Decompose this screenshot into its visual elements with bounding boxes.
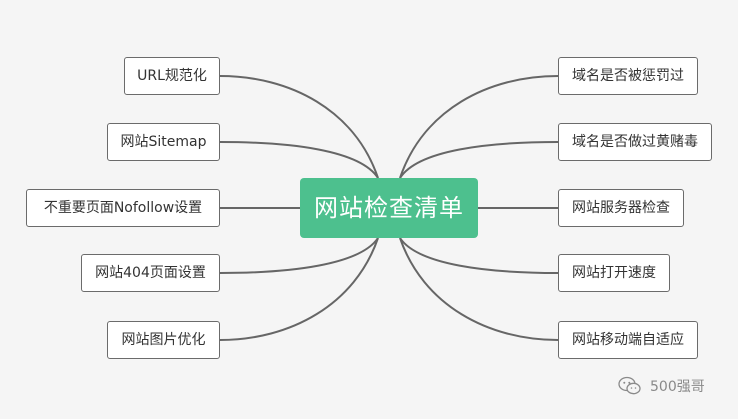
wechat-icon [618, 376, 641, 395]
watermark: 500强哥 [618, 373, 705, 399]
connector-left-5 [219, 237, 379, 341]
connector-right-4 [399, 237, 559, 274]
topic-domain-illegal-content: 域名是否做过黄赌毒 [558, 123, 712, 161]
connector-left-4 [219, 237, 379, 274]
topic-page-speed: 网站打开速度 [558, 254, 670, 292]
topic-url-normalization: URL规范化 [124, 57, 220, 95]
connector-right-1 [399, 75, 559, 179]
central-topic: 网站检查清单 [300, 178, 478, 238]
watermark-text: 500强哥 [650, 379, 705, 395]
topic-404-page: 网站404页面设置 [81, 254, 220, 292]
connector-right-5 [399, 237, 559, 341]
topic-domain-penalized: 域名是否被惩罚过 [558, 57, 698, 95]
topic-sitemap: 网站Sitemap [107, 123, 220, 161]
connector-left-2 [219, 141, 379, 179]
connector-right-2 [399, 141, 559, 179]
connector-left-1 [219, 75, 379, 179]
topic-image-optimization: 网站图片优化 [107, 321, 220, 359]
topic-mobile-responsive: 网站移动端自适应 [558, 321, 698, 359]
topic-nofollow: 不重要页面Nofollow设置 [26, 189, 220, 227]
topic-server-check: 网站服务器检查 [558, 189, 684, 227]
